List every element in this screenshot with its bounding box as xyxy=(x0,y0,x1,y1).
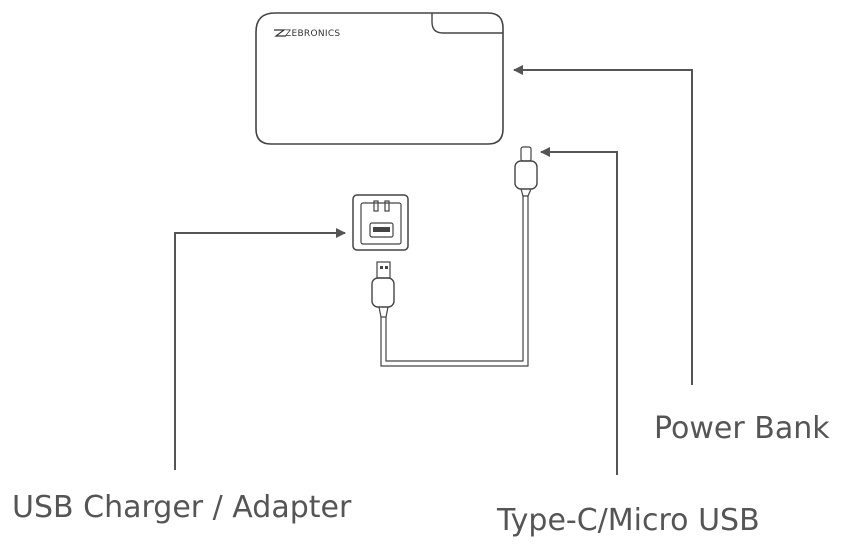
adapter-body xyxy=(352,194,409,251)
usb-a-connector-tip xyxy=(376,261,391,279)
type-c-plug-body xyxy=(514,160,538,190)
power-bank-label: Power Bank xyxy=(654,411,830,446)
charger-callout-line xyxy=(174,228,346,470)
power-bank-body xyxy=(255,12,504,145)
adapter-prong-right xyxy=(384,200,390,212)
type-c-connector-tip xyxy=(520,146,532,162)
adapter-prong-left xyxy=(373,200,379,212)
adapter-face xyxy=(360,202,402,245)
adapter-usb-port xyxy=(369,222,394,238)
power-bank-device: ZEBRONICS xyxy=(255,12,504,145)
usb-a-connector-hole-1 xyxy=(380,266,383,269)
power-bank-corner-detail xyxy=(431,13,503,34)
brand-name: ZEBRONICS xyxy=(285,29,340,39)
usb-a-strain-relief xyxy=(378,306,389,318)
usb-a-connector-hole-2 xyxy=(385,266,388,269)
usb-cable xyxy=(371,146,538,367)
zebronics-logo-mark xyxy=(274,29,286,37)
power-bank-callout-line xyxy=(513,65,693,385)
cable-label: Type-C/Micro USB xyxy=(496,503,760,538)
usb-a-plug-body xyxy=(371,277,395,308)
usb-adapter-device xyxy=(352,194,409,251)
cable-callout-line xyxy=(540,147,618,475)
cable-wire-inner xyxy=(385,195,524,362)
type-c-strain-relief xyxy=(520,188,532,197)
adapter-usb-port-tongue xyxy=(373,227,390,232)
charger-label: USB Charger / Adapter xyxy=(12,490,352,525)
zebronics-logo: ZEBRONICS xyxy=(274,29,340,39)
cable-wire-outer xyxy=(380,195,529,367)
